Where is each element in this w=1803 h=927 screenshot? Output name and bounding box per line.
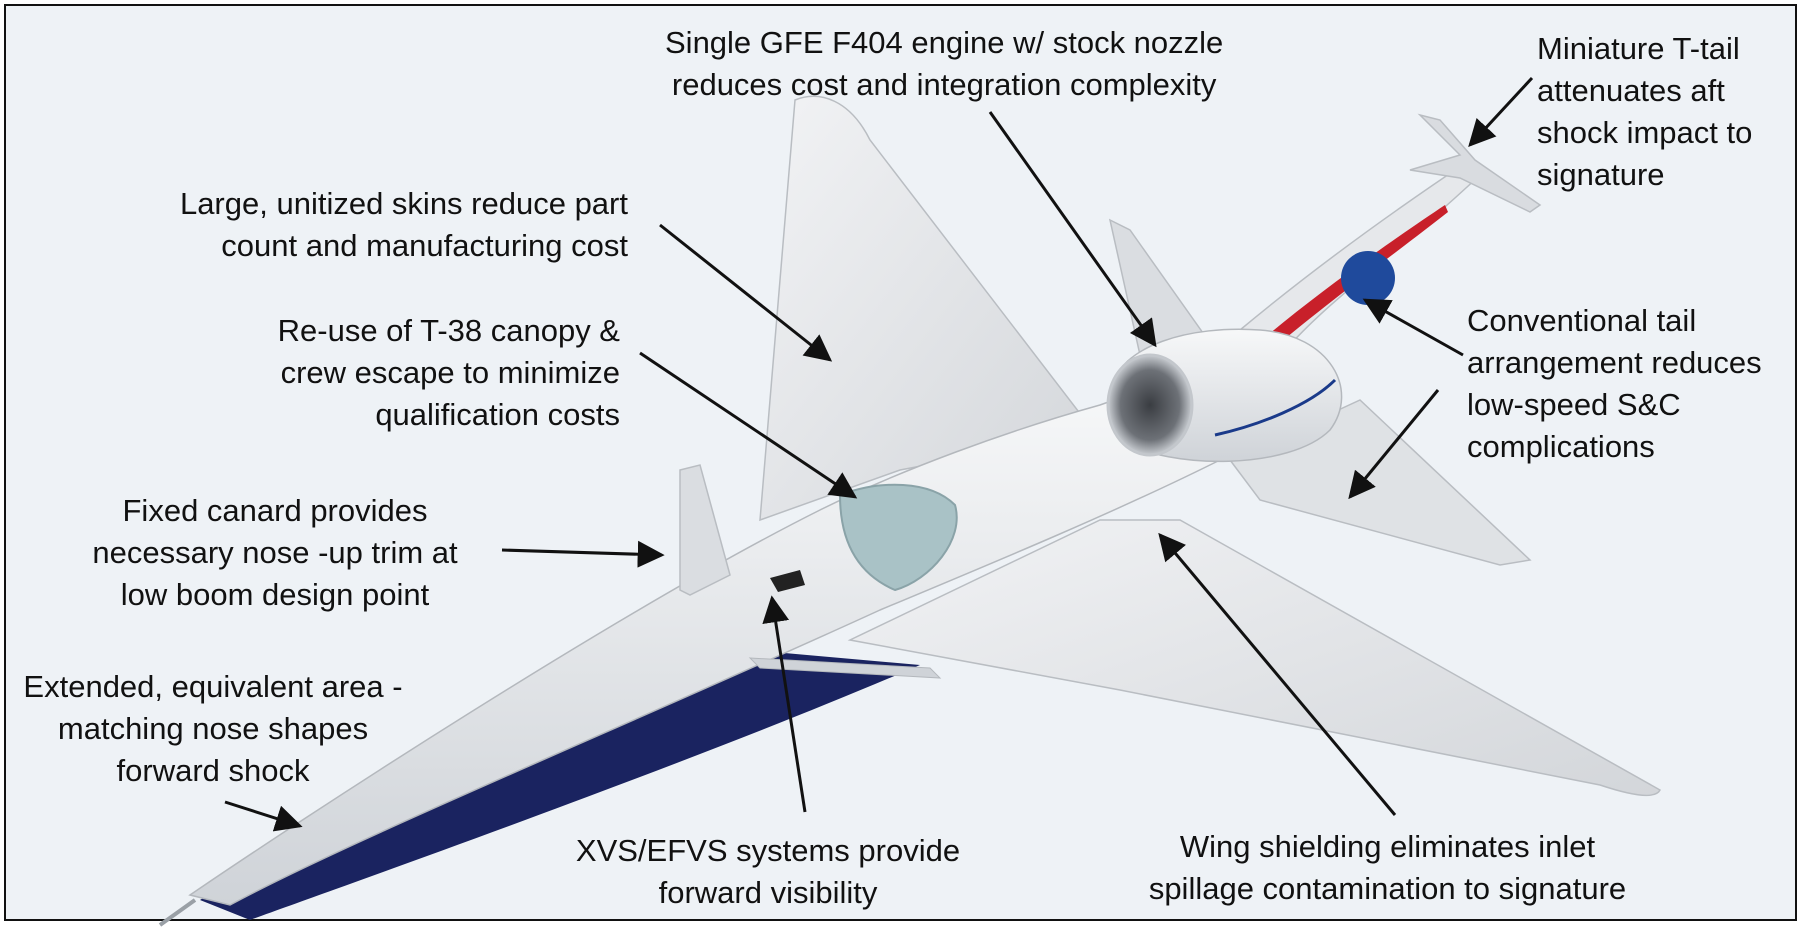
callout-ttail-line-3: shock impact to [1537, 115, 1753, 150]
arrow-tail-upper [1362, 298, 1464, 357]
callout-ttail: Miniature T-tail attenuates aft shock im… [1537, 28, 1752, 196]
engine-nozzle [1106, 353, 1194, 457]
callout-xvs-line-1: XVS/EFVS systems provide [575, 833, 961, 868]
arrow-wing [1158, 532, 1397, 816]
callout-nose-line-3: forward shock [116, 753, 310, 788]
arrow-engine [988, 111, 1157, 348]
pitot-probe [158, 898, 197, 927]
callout-skins-line-2: count and manufacturing cost [221, 228, 628, 263]
callout-canard-line-2: necessary nose -up trim at [92, 535, 458, 570]
xvs-window [770, 570, 805, 592]
callout-canard-line-1: Fixed canard provides [122, 493, 428, 528]
callout-skins: Large, unitized skins reduce part count … [108, 183, 628, 267]
callout-xvs-line-2: forward visibility [658, 875, 878, 910]
callout-skins-line-1: Large, unitized skins reduce part [179, 186, 628, 221]
canopy [838, 483, 958, 592]
arrow-ttail [1468, 76, 1534, 147]
callout-canard: Fixed canard provides necessary nose -up… [65, 490, 485, 616]
callout-tail-line-1: Conventional tail [1467, 303, 1697, 338]
arrow-tail-lower [1348, 389, 1440, 500]
callout-nose-line-2: matching nose shapes [57, 711, 369, 746]
callout-engine-line-1: Single GFE F404 engine w/ stock nozzle [665, 25, 1224, 60]
callout-xvs: XVS/EFVS systems provide forward visibil… [548, 830, 988, 914]
callout-tail: Conventional tail arrangement reduces lo… [1467, 300, 1762, 468]
nasa-roundel [1341, 251, 1395, 305]
nacelle-blue-stripe [1214, 378, 1337, 437]
callout-nose-line-1: Extended, equivalent area - [23, 669, 403, 704]
canard [679, 464, 731, 596]
callout-tail-line-4: complications [1467, 429, 1655, 464]
callout-wing-line-1: Wing shielding eliminates inlet [1179, 829, 1596, 864]
side-strake [748, 657, 942, 679]
arrow-xvs [762, 595, 807, 813]
callout-canopy-line-2: crew escape to minimize [280, 355, 620, 390]
callout-nose: Extended, equivalent area - matching nos… [8, 666, 418, 792]
callout-canard-line-3: low boom design point [120, 577, 430, 612]
callout-wing-line-2: spillage contamination to signature [1148, 871, 1627, 906]
callout-ttail-line-1: Miniature T-tail [1537, 31, 1740, 66]
t-tail [1409, 113, 1542, 213]
arrow-nose [224, 800, 303, 832]
callout-canopy-line-3: qualification costs [375, 397, 620, 432]
callout-tail-line-3: low-speed S&C [1467, 387, 1681, 422]
nose-underside [200, 650, 920, 920]
callout-engine-line-2: reduces cost and integration complexity [671, 67, 1217, 102]
callout-wing: Wing shielding eliminates inlet spillage… [1115, 826, 1660, 910]
callout-ttail-line-4: signature [1537, 157, 1665, 192]
callout-canopy-line-1: Re-use of T-38 canopy & [277, 313, 620, 348]
arrow-skins [659, 223, 833, 362]
arrow-canard [501, 540, 665, 568]
callout-engine: Single GFE F404 engine w/ stock nozzle r… [665, 22, 1223, 106]
callout-canopy: Re-use of T-38 canopy & crew escape to m… [215, 310, 620, 436]
arrow-canopy [639, 351, 858, 499]
callout-tail-line-2: arrangement reduces [1467, 345, 1762, 380]
right-wing [847, 519, 1661, 797]
callout-ttail-line-2: attenuates aft [1537, 73, 1725, 108]
